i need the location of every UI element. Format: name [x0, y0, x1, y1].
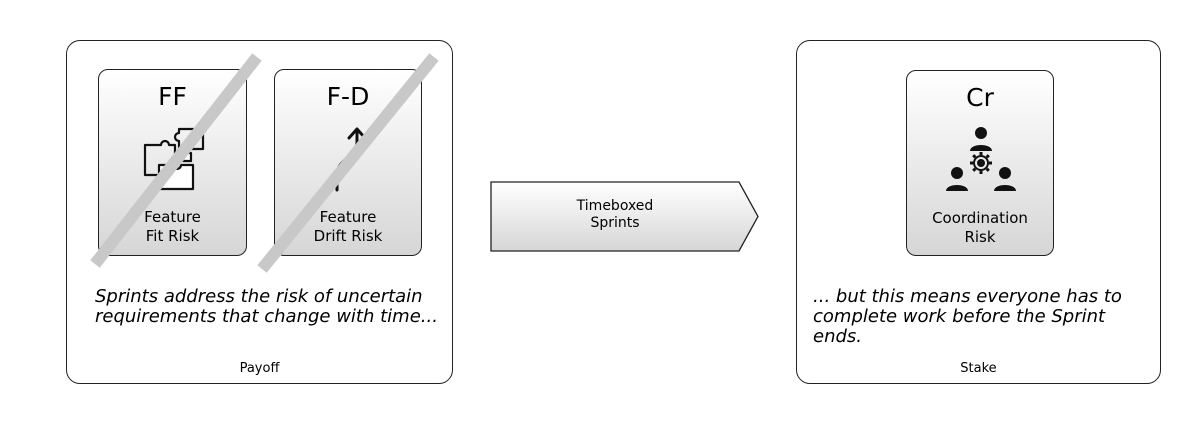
payoff-panel: FF Feature Fit Risk F-D Feature Drift Ri…	[66, 40, 453, 384]
strike-line-fd	[257, 53, 439, 273]
card-label: Feature Fit Risk	[144, 208, 201, 245]
strike-overlay	[90, 53, 439, 273]
coordination-risk-card: Cr Coordination Risk	[906, 70, 1054, 256]
card-code: F-D	[326, 82, 370, 111]
card-code: FF	[158, 82, 187, 111]
stake-label: Stake	[960, 361, 997, 376]
card-code: Cr	[966, 83, 994, 112]
stake-caption: ... but this means everyone has to compl…	[813, 286, 1122, 347]
payoff-label: Payoff	[239, 361, 280, 376]
arrow-label: Timeboxed Sprints	[576, 198, 654, 231]
payoff-caption: Sprints address the risk of uncertain re…	[95, 286, 438, 327]
strike-line-ff	[90, 53, 262, 268]
card-label: Feature Drift Risk	[313, 208, 383, 245]
card-label: Coordination Risk	[932, 209, 1028, 246]
timeboxed-sprints-arrow: Timeboxed Sprints	[490, 181, 760, 252]
stake-panel: Cr Coordination Risk ... b	[796, 40, 1161, 384]
coordination-icon	[945, 123, 1017, 199]
